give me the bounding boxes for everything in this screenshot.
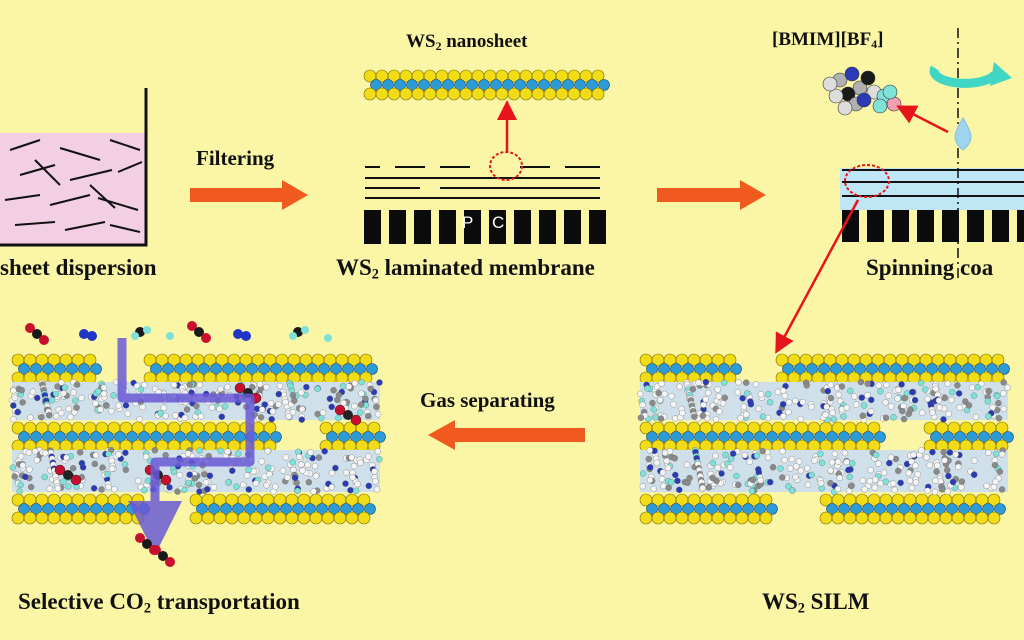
ionic-liquid-layer (840, 168, 1024, 210)
nanosheet-label: WS2 nanosheet (406, 31, 528, 53)
pc-label-c: C (492, 213, 505, 232)
droplet (954, 116, 972, 151)
filtering-arrow (190, 180, 308, 210)
pc-label-p: P (462, 213, 474, 232)
laminated-membrane (365, 166, 600, 199)
zoom-arrow-down (775, 199, 860, 354)
bmim-bf4-molecule (822, 66, 902, 116)
silm-membrane-model (637, 353, 1014, 525)
pc-support (364, 210, 606, 244)
filtering-label: Filtering (196, 146, 275, 170)
selective-transport-label: Selective CO2 transportation (18, 589, 300, 617)
silm-label: WS2 SILM (762, 589, 870, 617)
process-arrow (657, 180, 766, 210)
zoom-circle-right (844, 164, 890, 198)
spin-membrane-lines (842, 169, 1024, 197)
ws2-nanosheet-model (363, 69, 610, 101)
gas-separating-arrow (428, 420, 585, 450)
ionic-liquid-label: [BMIM][BF4] (772, 29, 884, 51)
laminated-membrane-label: WS2 laminated membrane (336, 255, 595, 283)
gas-separating-label: Gas separating (420, 388, 555, 412)
spinning-label: Spinning coa (866, 255, 994, 280)
spin-pc-support (842, 210, 1024, 242)
beaker (0, 88, 148, 247)
dispersion-label: sheet dispersion (0, 255, 157, 280)
gas-molecules (25, 321, 332, 567)
zoom-circle-left (489, 151, 523, 181)
separation-membrane-model (8, 353, 386, 525)
droplet-arrow (896, 105, 949, 134)
co2-transport-path (117, 338, 255, 555)
rotation-arrow (929, 65, 999, 88)
nanosheet-flakes (4, 139, 143, 233)
